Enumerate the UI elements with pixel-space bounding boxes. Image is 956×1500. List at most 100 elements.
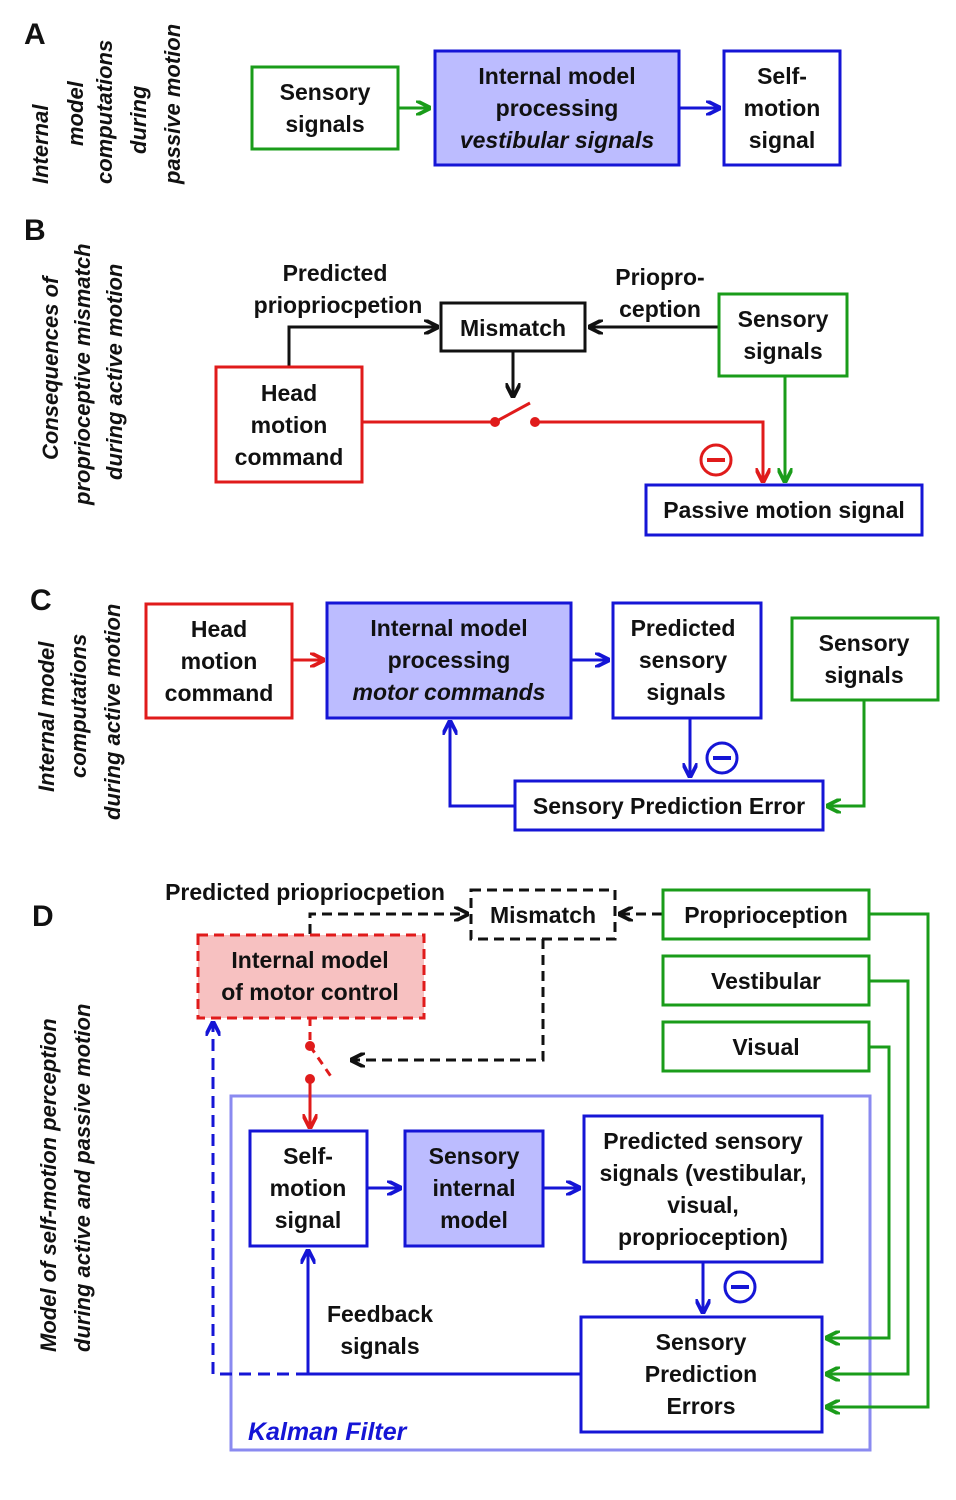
d-switch-lever — [308, 1045, 334, 1079]
panel-b-side-line2: proprioceptive mismatch — [70, 243, 95, 506]
a-internal-line1: Internal model — [478, 63, 635, 89]
b-head-line2: motion — [251, 412, 328, 438]
c-sensory-line2: signals — [824, 662, 903, 688]
panel-c: C Internal model computations during act… — [30, 584, 940, 832]
b-head-box — [214, 365, 364, 484]
c-head-line2: motion — [181, 648, 258, 674]
a-self-line1: Self- — [757, 63, 807, 89]
panel-a: A Internal model computations during pas… — [24, 18, 842, 185]
d-spe-box — [579, 1315, 824, 1434]
svg-text:computations: computations — [92, 40, 117, 184]
svg-text:model: model — [63, 80, 88, 146]
c-internal-line3: motor commands — [353, 679, 546, 705]
d-self-motion-box — [248, 1129, 369, 1248]
panel-c-letter: C — [30, 584, 52, 617]
d-kalman-label: Kalman Filter — [248, 1418, 408, 1446]
c-sensory-line1: Sensory — [819, 630, 910, 656]
c-head-line1: Head — [191, 616, 247, 642]
c-predicted-line1: Predicted — [631, 615, 736, 641]
d-self-line3: signal — [275, 1207, 341, 1233]
d-proprioception-label: Proprioception — [684, 902, 848, 928]
panel-c-side-line2: computations — [66, 634, 91, 778]
d-internal-motor-box — [196, 933, 426, 1020]
panel-b: B Consequences of proprioceptive mismatc… — [24, 214, 924, 537]
svg-text:during: during — [126, 85, 151, 154]
b-red-line-to-passive — [535, 420, 763, 480]
c-internal-box — [325, 601, 573, 720]
d-arrow-feedback-to-motor — [213, 1024, 308, 1376]
d-spe-line3: Errors — [666, 1393, 735, 1419]
panel-a-letter: A — [24, 18, 46, 51]
svg-text:passive motion: passive motion — [160, 24, 185, 185]
b-prioprio-line1: Priopro- — [615, 264, 704, 290]
panel-c-side-line3: during active motion — [100, 604, 125, 820]
panel-d-side-line2: during active and passive motion — [70, 1004, 95, 1352]
b-head-line1: Head — [261, 380, 317, 406]
d-mismatch-label: Mismatch — [490, 902, 596, 928]
c-sensory-box — [790, 616, 940, 702]
d-predicted-line1: Predicted sensory — [603, 1128, 803, 1154]
d-predicted-label: Predicted priopriocpetion — [165, 879, 445, 905]
c-arrow-sensory-to-spe — [829, 700, 866, 806]
c-spe-box — [513, 779, 825, 832]
b-mismatch-label: Mismatch — [460, 315, 566, 341]
d-arrow-proprio-to-spe — [828, 912, 930, 1407]
d-predicted-line2: signals (vestibular, — [599, 1160, 806, 1186]
panel-b-side-line3: during active motion — [102, 264, 127, 480]
a-internal-line2: processing — [496, 95, 619, 121]
b-arrow-head-to-mismatch — [287, 327, 436, 366]
d-internal-motor-line1: Internal model — [231, 947, 388, 973]
d-arrow-vestibular-to-spe — [828, 979, 910, 1374]
b-sensory-line1: Sensory — [738, 306, 829, 332]
d-visual-box — [661, 1020, 871, 1073]
a-internal-line3: vestibular signals — [460, 127, 654, 153]
d-kalman-box — [229, 1094, 872, 1452]
c-head-line3: command — [165, 680, 274, 706]
a-sensory-box — [250, 65, 400, 151]
d-sensory-internal-line2: internal — [432, 1175, 515, 1201]
panel-d: D Model of self-motion perception during… — [32, 879, 930, 1452]
panel-c-side-line1: Internal model — [34, 641, 59, 792]
b-sensory-line2: signals — [743, 338, 822, 364]
b-passive-box — [644, 483, 924, 537]
d-vestibular-box — [661, 954, 871, 1007]
a-sensory-line1: Sensory — [280, 79, 371, 105]
b-minus-icon — [699, 443, 733, 477]
a-internal-model-box — [433, 49, 681, 167]
a-self-line2: motion — [744, 95, 821, 121]
d-internal-motor-line2: of motor control — [221, 979, 399, 1005]
b-predicted-line1: Predicted — [283, 260, 388, 286]
a-sensory-line2: signals — [285, 111, 364, 137]
c-arrow-spe-to-internal — [450, 723, 515, 808]
b-sensory-box — [717, 292, 849, 378]
b-mismatch-box — [439, 301, 587, 353]
d-self-line2: motion — [270, 1175, 347, 1201]
d-sensory-internal-line3: model — [440, 1207, 508, 1233]
d-self-line1: Self- — [283, 1143, 333, 1169]
d-predicted-line3: visual, — [667, 1192, 739, 1218]
b-switch-lever — [494, 401, 531, 424]
d-spe-line2: Prediction — [645, 1361, 757, 1387]
c-internal-line1: Internal model — [370, 615, 527, 641]
panel-d-side-line1: Model of self-motion perception — [36, 1018, 61, 1352]
d-vestibular-label: Vestibular — [711, 968, 821, 994]
d-visual-label: Visual — [732, 1034, 799, 1060]
d-spe-line1: Sensory — [656, 1329, 747, 1355]
a-self-motion-box — [722, 49, 842, 167]
panel-d-letter: D — [32, 900, 54, 933]
d-mismatch-box — [469, 888, 617, 941]
c-predicted-line3: signals — [646, 679, 725, 705]
d-sensory-internal-line1: Sensory — [429, 1143, 520, 1169]
d-arrow-mismatch-to-switch — [353, 939, 545, 1060]
d-arrow-visual-to-spe — [828, 1045, 891, 1338]
c-head-box — [144, 602, 294, 720]
d-sensory-internal-box — [403, 1129, 545, 1248]
d-minus-icon — [723, 1270, 757, 1304]
d-arrow-internal-to-mismatch — [308, 914, 466, 934]
d-feedback-line1: Feedback — [327, 1301, 433, 1327]
panel-b-side-line1: Consequences of — [38, 274, 63, 460]
a-self-line3: signal — [749, 127, 815, 153]
b-prioprio-line2: ception — [619, 296, 701, 322]
c-minus-icon — [705, 741, 739, 775]
